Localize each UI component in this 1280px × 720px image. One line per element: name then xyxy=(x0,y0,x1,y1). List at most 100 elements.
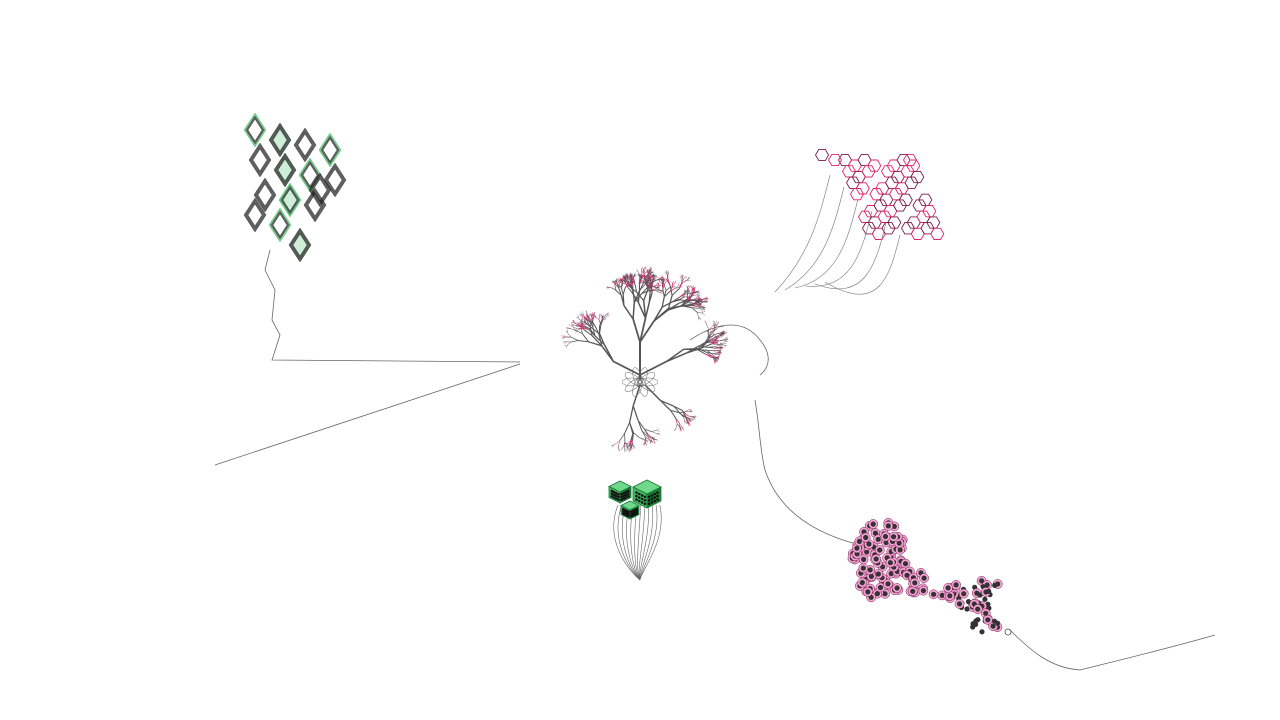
tree-branch xyxy=(573,327,578,329)
tree-branch xyxy=(679,428,683,432)
tree-branch xyxy=(582,326,589,330)
hex-strand xyxy=(814,222,887,290)
tree-branch xyxy=(653,306,663,322)
tree-branch xyxy=(611,444,615,448)
tree-branch xyxy=(666,352,687,363)
tree-branch xyxy=(644,442,648,446)
tree-branch xyxy=(629,440,632,446)
tree-branch xyxy=(599,321,602,326)
tree-branch xyxy=(568,324,573,327)
hex-cell xyxy=(827,153,843,167)
tree-branch xyxy=(571,322,573,326)
dot xyxy=(877,584,884,591)
tree-branch xyxy=(627,277,631,281)
tree-branch xyxy=(709,330,715,334)
tree-branch xyxy=(579,314,583,316)
tree-branch xyxy=(667,271,669,275)
cube-strand xyxy=(639,504,654,581)
tree-branch xyxy=(598,316,600,320)
dot xyxy=(985,617,991,623)
tree-branch xyxy=(567,341,572,346)
tree-branch xyxy=(586,313,588,318)
tree-branch xyxy=(717,351,721,354)
tree-branch xyxy=(675,423,678,429)
tree-branch xyxy=(660,279,664,282)
tree-branch xyxy=(591,313,593,317)
tree-branch xyxy=(719,347,724,348)
dot-end xyxy=(1004,628,1012,636)
tree-branch xyxy=(646,282,651,288)
tree-branch xyxy=(652,286,657,288)
tree-branch xyxy=(671,288,680,296)
tree-branch xyxy=(644,273,649,278)
cube-strand xyxy=(639,504,662,581)
dot xyxy=(860,565,866,571)
tree-branch xyxy=(706,351,714,355)
tree-branch xyxy=(571,323,575,326)
tree-branch xyxy=(664,283,666,287)
tree-branch xyxy=(667,302,680,311)
tree-branch xyxy=(644,266,646,270)
tree-branch xyxy=(587,325,593,329)
tree-branch xyxy=(646,280,649,286)
tree-branch xyxy=(703,298,708,302)
tree-branch xyxy=(659,289,662,292)
tree-branch xyxy=(647,277,651,282)
tree-branch xyxy=(672,283,675,287)
dot xyxy=(975,617,981,623)
tree-branch xyxy=(717,333,723,338)
tree-branch xyxy=(663,291,671,298)
tree-branch xyxy=(624,276,626,282)
tree-branch xyxy=(561,336,566,339)
tree-branch xyxy=(681,427,684,431)
tree-branch xyxy=(647,276,649,281)
tree-branch xyxy=(633,274,635,278)
dot xyxy=(865,589,871,595)
tree-branch xyxy=(644,428,652,432)
hex-strand xyxy=(774,174,831,293)
tree-branch xyxy=(687,415,693,417)
tree-branch xyxy=(616,281,619,285)
tree-branch xyxy=(629,445,631,449)
tree-branch xyxy=(644,437,646,443)
connector-tree-hook xyxy=(689,324,769,376)
tree-branch xyxy=(581,322,585,330)
tree-branch xyxy=(655,290,660,293)
tree-branch xyxy=(692,416,696,419)
tree-branch xyxy=(588,313,592,317)
tree-branch xyxy=(642,276,645,278)
tree-branch xyxy=(617,277,619,281)
tree-branch xyxy=(683,290,688,294)
tree-branch xyxy=(625,283,629,288)
tree-branch xyxy=(669,285,673,296)
tree-branch xyxy=(618,447,621,452)
dot xyxy=(854,545,860,551)
tree-branch xyxy=(612,360,641,376)
tree-branch xyxy=(640,274,643,277)
lattice-cell xyxy=(248,142,272,178)
tree-branch xyxy=(591,335,603,347)
tree-branch xyxy=(705,340,712,343)
tree-branch xyxy=(670,409,680,414)
tree-branch xyxy=(686,420,690,423)
tree-branch xyxy=(611,287,617,291)
tree-branch xyxy=(649,276,652,279)
tree-branch xyxy=(707,329,709,333)
tree-branch xyxy=(642,279,644,282)
tree-branch xyxy=(592,328,600,334)
cube-strand xyxy=(639,504,658,581)
tree-branch xyxy=(692,287,694,291)
tree-branch xyxy=(573,319,575,323)
tree-branch xyxy=(561,335,566,338)
tree-branch xyxy=(711,341,716,343)
tree-branch xyxy=(671,296,680,303)
lattice-cell xyxy=(288,227,312,263)
tree-branch xyxy=(566,345,568,349)
tree-branch xyxy=(641,289,650,294)
dot xyxy=(856,538,863,545)
tree-branch xyxy=(699,299,703,302)
tree-branch xyxy=(632,291,635,303)
tree-branch xyxy=(697,295,700,299)
tree-branch xyxy=(645,270,648,274)
tree-branch xyxy=(575,316,580,319)
